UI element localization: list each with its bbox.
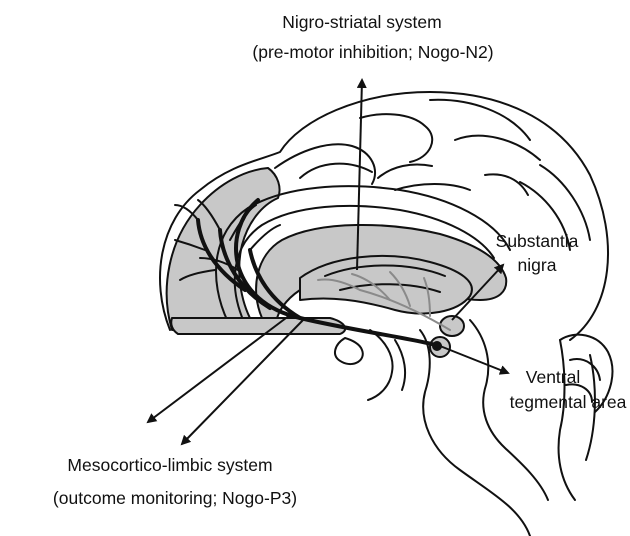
label-nigro-striatal-sub: (pre-motor inhibition; Nogo-N2) [252, 42, 493, 63]
label-tegmental-area: tegmental area [510, 392, 627, 413]
label-ventral: Ventral [526, 367, 580, 388]
label-nigra: nigra [518, 255, 557, 276]
label-substantia: Substantia [496, 231, 579, 252]
label-mesocortico-title: Mesocortico-limbic system [67, 455, 272, 476]
label-nigro-striatal-title: Nigro-striatal system [282, 12, 441, 33]
arrow-ventral-tegmental [440, 346, 508, 373]
arrow-mesocortico-2 [182, 318, 305, 444]
label-mesocortico-sub: (outcome monitoring; Nogo-P3) [53, 488, 297, 509]
